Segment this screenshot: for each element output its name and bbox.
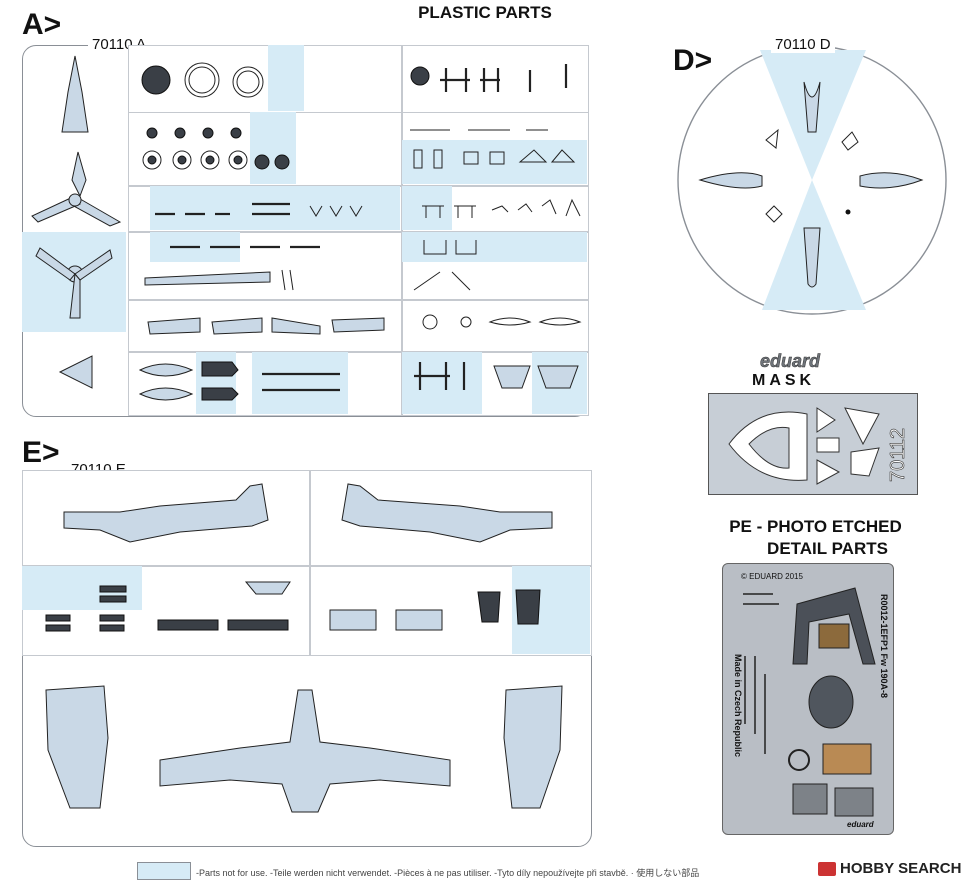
sprue-a-unused-area xyxy=(402,352,482,414)
pe-part-number: R0012-1EFP1 Fw 190A-8 xyxy=(879,594,889,699)
bomb-part xyxy=(201,361,239,377)
watermark-brand: HOBBY SEARCH xyxy=(840,860,962,877)
sprue-e-cell xyxy=(22,566,310,656)
wing-left-part xyxy=(45,685,109,809)
lower-wing-part xyxy=(159,689,451,813)
pe-heading-line2: DETAIL PARTS xyxy=(767,539,888,558)
pe-fret-sheet: © EDUARD 2015 Made in Czech Republic R00… xyxy=(722,563,894,835)
legend-text: -Parts not for use. -Teile werden nicht … xyxy=(196,868,700,878)
sprue-a-letter: A> xyxy=(22,8,62,41)
pe-copyright: © EDUARD 2015 xyxy=(741,572,803,581)
engine-part xyxy=(141,65,171,95)
wing-right-part xyxy=(503,685,563,809)
pe-brand: eduard xyxy=(847,820,874,829)
sprue-d-code: 70110 D xyxy=(771,36,835,53)
mask-label: MASK xyxy=(752,372,816,389)
sprue-a-unused-area xyxy=(252,352,348,414)
sprue-a-cell xyxy=(128,45,402,113)
pe-heading-line1: PE - PHOTO ETCHED xyxy=(729,517,902,536)
legend-swatch xyxy=(137,862,191,880)
sprue-a-unused-area xyxy=(402,232,587,262)
plastic-parts-heading: PLASTIC PARTS xyxy=(418,3,552,22)
sprue-d-letter: D> xyxy=(673,44,713,77)
spinner-part xyxy=(58,355,93,389)
wheel-parts xyxy=(142,127,290,170)
windscreen-part xyxy=(698,172,763,189)
wheel-well-parts xyxy=(147,317,385,335)
exhaust-parts xyxy=(157,619,289,631)
canopy-part xyxy=(803,81,821,133)
pe-origin: Made in Czech Republic xyxy=(733,654,743,758)
fuselage-half-left-part xyxy=(63,483,269,543)
sprue-a-unused-area xyxy=(250,112,296,184)
hobby-search-logo-icon xyxy=(818,862,836,876)
drop-tank-part xyxy=(138,363,194,377)
sprue-a-unused-area xyxy=(268,45,304,111)
rod-parts xyxy=(155,202,340,392)
mask-code: 70112 xyxy=(887,427,910,483)
cowl-ring-part xyxy=(184,62,220,98)
sprue-a-unused-area xyxy=(150,186,400,230)
cowling-part xyxy=(329,609,443,631)
mask-brand: eduard xyxy=(760,351,821,372)
strip-part xyxy=(144,271,271,286)
sprue-a-unused-area xyxy=(402,186,452,230)
sprue-a-cell xyxy=(402,300,589,352)
pe-parts-drawing xyxy=(743,587,876,817)
mask-sheet: 70112 xyxy=(708,393,918,495)
mask-shapes xyxy=(728,407,880,485)
fuselage-half-right-part xyxy=(341,483,553,543)
canopy-frame-part xyxy=(244,581,291,595)
sprue-e-letter: E> xyxy=(22,436,60,469)
fuselage-insert-part xyxy=(61,55,89,133)
